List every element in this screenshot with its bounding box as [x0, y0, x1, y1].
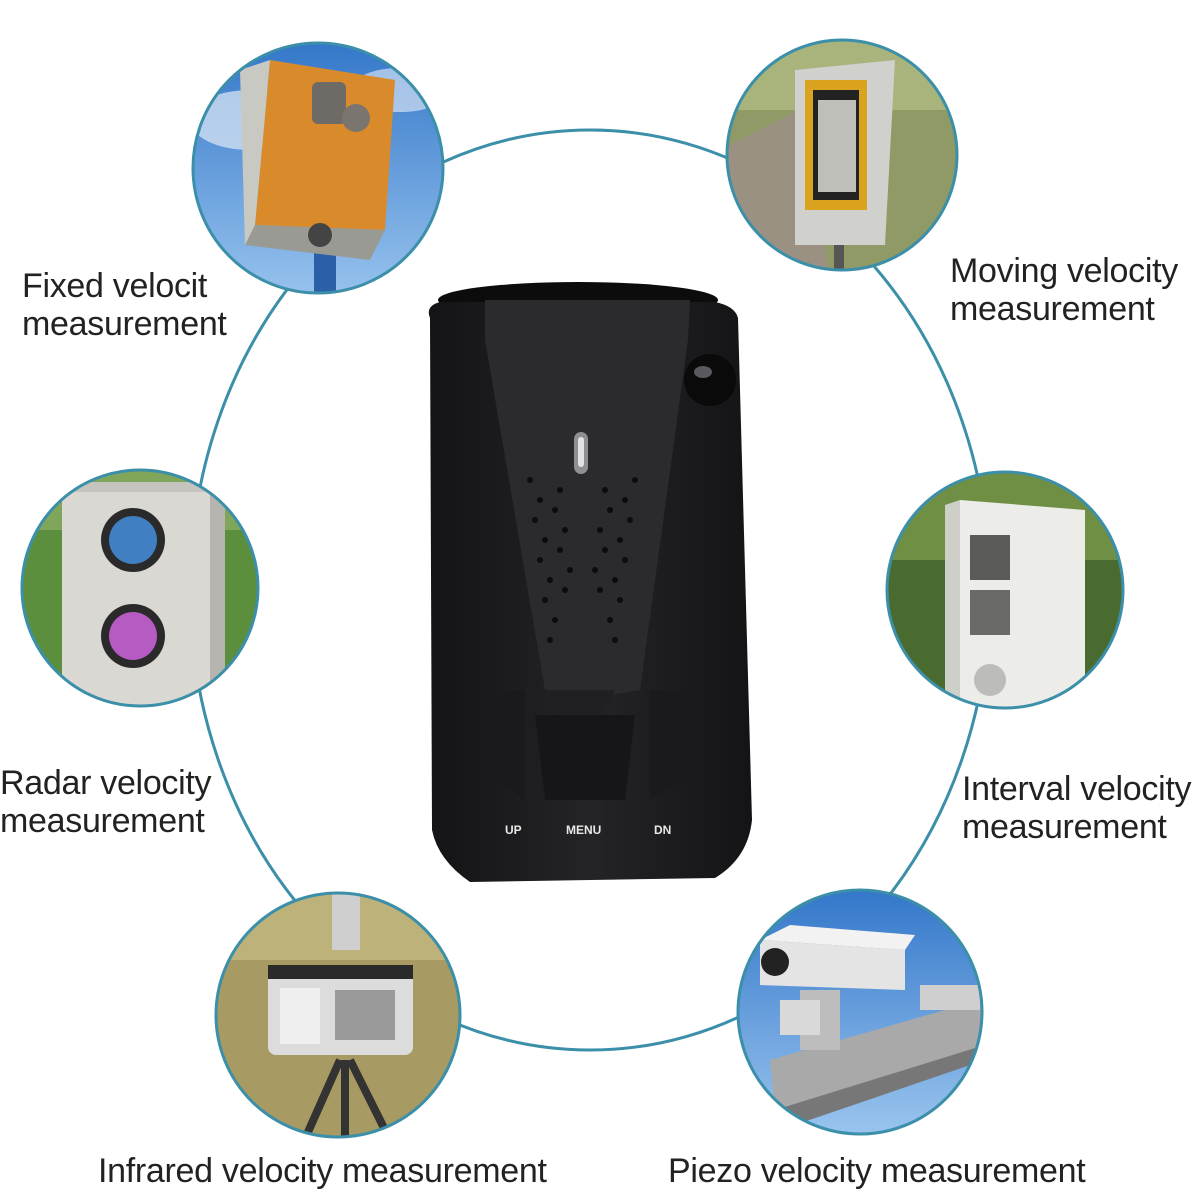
moving-label-line1: Moving velocity	[950, 252, 1178, 290]
interval-label-line2: measurement	[962, 808, 1167, 846]
radar-label-line1: Radar velocity	[0, 764, 212, 802]
infrared-camera-icon	[214, 891, 462, 1139]
fixed-label-line1: Fixed velocit	[22, 267, 208, 305]
fixed-speed-camera-icon	[191, 41, 445, 295]
fixed-label-line2: measurement	[22, 305, 227, 343]
dn-button-label: DN	[654, 823, 671, 837]
menu-button-label: MENU	[566, 823, 601, 837]
piezo-camera-icon	[736, 888, 984, 1136]
radar-detector-device: UP MENU DN	[428, 282, 752, 882]
fixed-velocity-label: Fixed velocit measurement	[22, 267, 227, 343]
radar-velocity-label: Radar velocity measurement	[0, 764, 212, 840]
up-button-label: UP	[505, 823, 522, 837]
speaker-grille-right	[592, 477, 638, 643]
radar-camera-icon	[20, 468, 260, 708]
moving-label-line2: measurement	[950, 290, 1155, 328]
moving-speed-camera-icon	[725, 38, 959, 272]
interval-label-line1: Interval velocity	[962, 770, 1192, 808]
interval-camera-icon	[885, 470, 1125, 710]
moving-velocity-label: Moving velocity measurement	[950, 252, 1178, 328]
radar-label-line2: measurement	[0, 802, 205, 840]
interval-velocity-label: Interval velocity measurement	[962, 770, 1192, 846]
speaker-grille-left	[527, 477, 573, 643]
piezo-velocity-label: Piezo velocity measurement	[668, 1152, 1086, 1190]
infrared-velocity-label: Infrared velocity measurement	[98, 1152, 547, 1190]
